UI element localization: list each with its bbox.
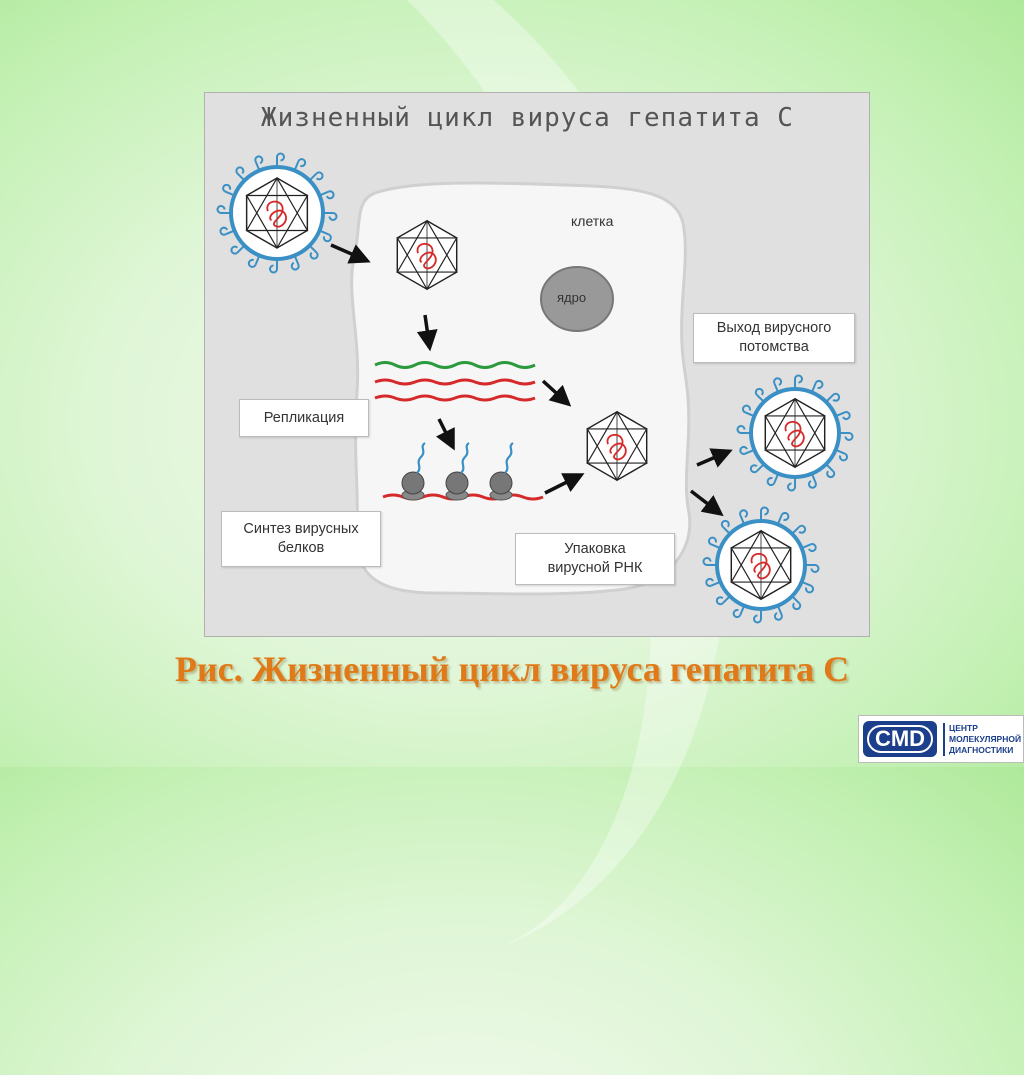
virus-progeny-icon-1 bbox=[749, 387, 841, 479]
life-cycle-diagram: Жизненный цикл вируса гепатита С клетка … bbox=[204, 92, 870, 637]
arrow-exit-1 bbox=[696, 448, 733, 468]
arrow-to-assembly-2 bbox=[544, 473, 585, 495]
virus-progeny-icon-2 bbox=[715, 519, 807, 611]
rna-red-strand-1 bbox=[374, 378, 536, 386]
replication-label: Репликация bbox=[239, 399, 369, 437]
envelope-spike bbox=[322, 212, 338, 221]
rna-red-strand-2 bbox=[374, 394, 536, 402]
cmd-logo-text: ЦЕНТР МОЛЕКУЛЯРНОЙ ДИАГНОСТИКИ bbox=[943, 722, 1021, 756]
envelope-spike bbox=[753, 608, 762, 624]
exit-label: Выход вирусного потомства bbox=[693, 313, 855, 363]
envelope-spike bbox=[736, 425, 752, 434]
virus-outside-icon bbox=[229, 165, 325, 261]
envelope-spike bbox=[276, 152, 285, 168]
arrow-exit-2 bbox=[689, 489, 724, 517]
rna-green-strand bbox=[374, 361, 536, 369]
figure-caption: Рис. Жизненный цикл вируса гепатита С bbox=[174, 649, 850, 689]
envelope-spike bbox=[794, 374, 803, 390]
cmd-logo-mark: CMD bbox=[863, 721, 937, 757]
nucleus-shape bbox=[540, 266, 614, 332]
synthesis-label: Синтез вирусных белков bbox=[221, 511, 381, 567]
diagram-title: Жизненный цикл вируса гепатита С bbox=[261, 103, 794, 133]
cell-label: клетка bbox=[571, 213, 614, 229]
arrow-to-assembly-1 bbox=[541, 379, 572, 407]
packaging-label: Упаковка вирусной РНК bbox=[515, 533, 675, 585]
envelope-spike bbox=[216, 205, 232, 214]
envelope-spike bbox=[760, 506, 769, 522]
envelope-spike bbox=[804, 564, 820, 573]
envelope-spike bbox=[838, 432, 854, 441]
cmd-logo: CMD ЦЕНТР МОЛЕКУЛЯРНОЙ ДИАГНОСТИКИ bbox=[858, 715, 1024, 763]
envelope-spike bbox=[269, 258, 278, 274]
arrow-down-1 bbox=[416, 314, 438, 352]
diagram-artwork bbox=[216, 152, 854, 624]
arrow-down-2 bbox=[435, 418, 455, 451]
nucleus-label: ядро bbox=[557, 290, 587, 305]
envelope-spike bbox=[702, 557, 718, 566]
envelope-spike bbox=[787, 476, 796, 492]
arrow-entry bbox=[330, 243, 371, 264]
